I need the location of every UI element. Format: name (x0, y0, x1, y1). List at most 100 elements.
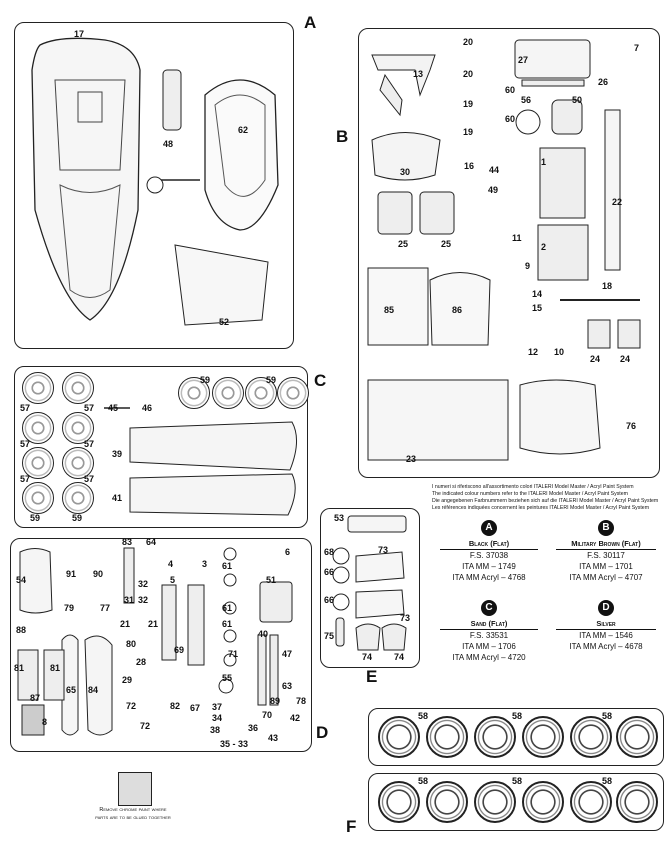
part-number: 58 (602, 776, 613, 786)
part-number: 74 (362, 652, 373, 662)
part-number: 40 (258, 629, 269, 639)
part-number: 70 (262, 710, 273, 720)
part-number: 18 (602, 281, 613, 291)
part-number: 57 (20, 403, 31, 413)
part-number: 59 (30, 513, 41, 523)
part-number: 5 (170, 575, 176, 585)
part-number: 45 (108, 403, 119, 413)
part-number: 25 (441, 239, 452, 249)
paint-swatch-d: D Silver ITA MM – 1546 ITA MM Acryl – 46… (556, 600, 656, 652)
part-number: 61 (222, 561, 233, 571)
tire-part (426, 781, 468, 823)
part-number: 71 (228, 649, 239, 659)
part-number: 78 (296, 696, 307, 706)
part-number: 21 (120, 619, 131, 629)
part-number: 83 (122, 537, 133, 547)
part-number: 82 (170, 701, 181, 711)
part-number: 89 (270, 696, 281, 706)
paint-letter-badge: A (481, 520, 497, 536)
part-number: 30 (400, 167, 411, 177)
chrome-note-line: parts are to be glued together (95, 815, 171, 821)
part-number: 57 (84, 439, 95, 449)
paint-code: ITA MM – 1706 (462, 642, 516, 651)
part-number: 8 (42, 717, 48, 727)
frame-letter-b: B (336, 127, 349, 146)
part-number: 6 (285, 547, 291, 557)
part-number: 51 (266, 575, 277, 585)
paint-name: Silver (556, 618, 656, 630)
part-number: 21 (148, 619, 159, 629)
part-number: 58 (418, 711, 429, 721)
paint-swatch-a: A Black (Flat) F.S. 37038 ITA MM – 1749 … (440, 520, 538, 583)
part-number: 58 (512, 776, 523, 786)
tire-part (426, 716, 468, 758)
tire-part (474, 781, 516, 823)
tire-part (378, 781, 420, 823)
paint-letter-badge: D (598, 600, 614, 616)
part-number: 29 (122, 675, 133, 685)
part-number: 38 (210, 725, 221, 735)
frame-letter-d: D (316, 723, 329, 742)
wheel-part (62, 482, 94, 514)
paint-code: F.S. 37038 (469, 551, 509, 560)
part-number: 60 (505, 114, 516, 124)
tire-part (570, 781, 612, 823)
paint-code: ITA MM Acryl – 4707 (569, 573, 643, 582)
part-number: 64 (146, 537, 157, 547)
paint-name: Sand (Flat) (440, 618, 538, 630)
paint-code: ITA MM Acryl – 4720 (452, 653, 526, 662)
part-number: 42 (290, 713, 301, 723)
part-number: 48 (163, 139, 174, 149)
wheel-part (62, 372, 94, 404)
colour-note-line: The indicated colour numbers refer to th… (432, 491, 628, 497)
part-number: 54 (16, 575, 27, 585)
part-number: 72 (126, 701, 137, 711)
paint-letter-badge: B (598, 520, 614, 536)
part-number: 1 (541, 157, 547, 167)
part-number: 19 (463, 127, 474, 137)
paint-code: ITA MM – 1749 (462, 562, 516, 571)
part-number: 67 (190, 703, 201, 713)
part-number: 14 (532, 289, 543, 299)
paint-code: ITA MM – 1701 (579, 562, 633, 571)
part-number: 60 (505, 85, 516, 95)
colour-reference-note: I numeri si riferiscono all'assortimento… (432, 484, 668, 512)
paint-name: Black (Flat) (440, 538, 538, 550)
part-number: 11 (512, 233, 522, 243)
part-number: 57 (84, 403, 95, 413)
part-number: 10 (554, 347, 565, 357)
part-number: 90 (93, 569, 104, 579)
colour-note-line: I numeri si riferiscono all'assortimento… (432, 484, 634, 490)
part-number: 88 (16, 625, 27, 635)
tire-part (522, 781, 564, 823)
part-number: 61 (222, 603, 233, 613)
tire-part (616, 781, 658, 823)
part-number: 37 (212, 702, 223, 712)
part-number: 84 (88, 685, 99, 695)
tire-part (522, 716, 564, 758)
part-number: 68 (324, 547, 335, 557)
part-number: 24 (590, 354, 601, 364)
chrome-note-line: Remove chrome paint where (99, 807, 167, 813)
wheel-part (245, 377, 277, 409)
part-number: 66 (324, 567, 335, 577)
part-number: 17 (74, 29, 85, 39)
part-number: 26 (598, 77, 609, 87)
chrome-paint-note: Remove chrome paint where parts are to b… (78, 806, 188, 822)
part-number: 79 (64, 603, 75, 613)
part-number: 81 (50, 663, 61, 673)
part-number: 2 (541, 242, 547, 252)
paint-code: ITA MM – 1546 (579, 631, 633, 640)
part-number: 77 (100, 603, 111, 613)
wheel-part (22, 372, 54, 404)
part-number: 36 (248, 723, 259, 733)
paint-swatch-b: B Military Brown (Flat) F.S. 30117 ITA M… (556, 520, 656, 583)
tire-part (616, 716, 658, 758)
part-number: 57 (20, 474, 31, 484)
part-number: 59 (200, 375, 211, 385)
part-number: 25 (398, 239, 409, 249)
part-number: 63 (282, 681, 293, 691)
wheel-part (212, 377, 244, 409)
